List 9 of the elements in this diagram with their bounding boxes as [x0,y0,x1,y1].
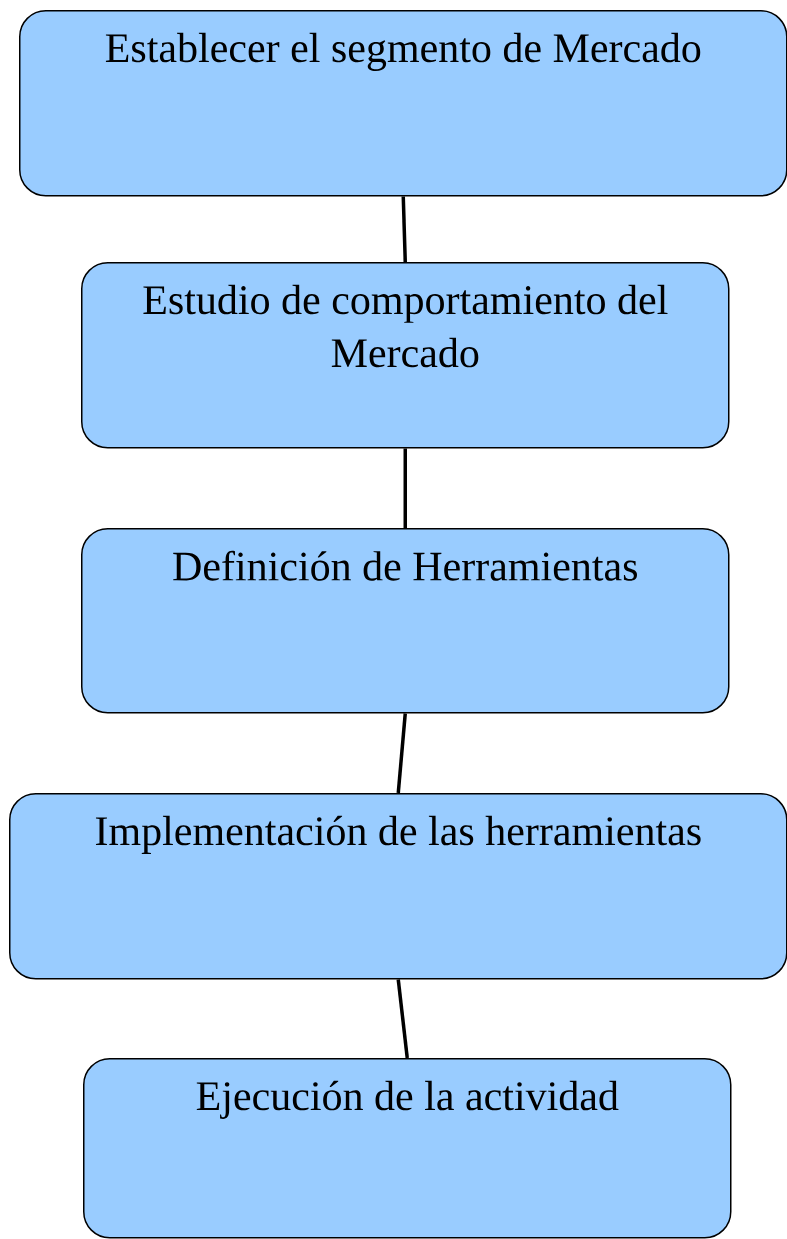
process-box: Establecer el segmento de Mercado [19,10,787,197]
process-box: Ejecución de la actividad [83,1058,732,1239]
process-box: Implementación de las herramientas [9,793,787,980]
process-box: Definición de Herramientas [81,528,730,714]
connector-line [403,448,407,528]
connector-line [401,196,407,263]
process-box: Estudio de comportamiento del Mercado [81,262,730,449]
connector-line [396,979,409,1059]
connector-line [396,713,407,794]
